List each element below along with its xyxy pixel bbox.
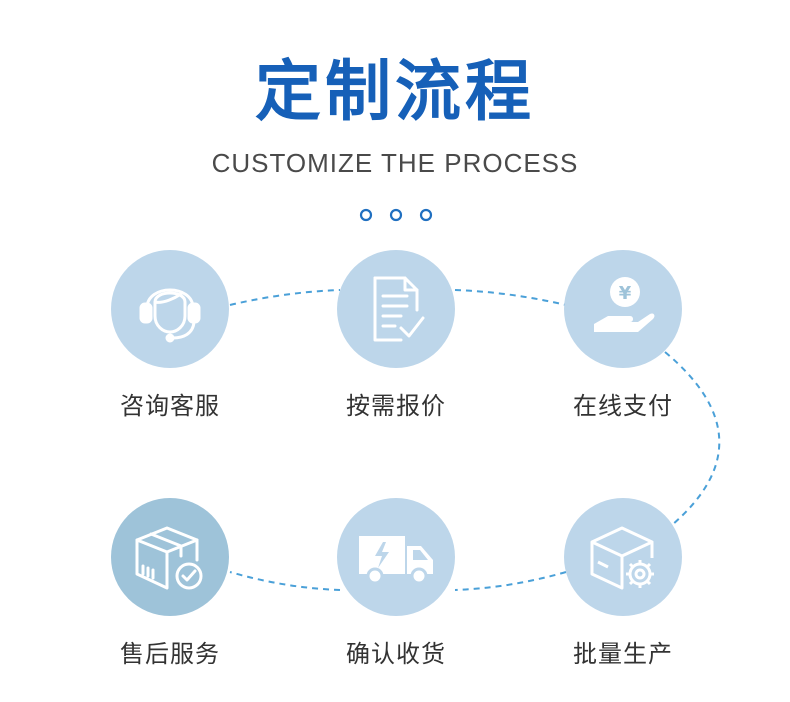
document-check-icon [373,276,425,342]
step-label: 批量生产 [573,640,673,668]
step-circle: ¥ [564,250,682,368]
package-check-icon [135,526,203,590]
hand-yen-coin-icon: ¥ [594,277,655,332]
step-label: 咨询客服 [120,392,220,420]
dot-icon [359,208,373,222]
step-circle [111,250,229,368]
delivery-truck-icon [359,536,433,585]
step-circle [337,250,455,368]
dot-icon [389,208,403,222]
dot-icon [419,208,433,222]
step-label: 在线支付 [573,392,673,420]
step-circle [564,498,682,616]
step-circle [337,498,455,616]
step-label: 售后服务 [120,640,220,668]
step-label: 确认收货 [346,640,446,668]
yen-symbol: ¥ [619,283,632,304]
step-label: 按需报价 [346,392,446,420]
step-circle [111,498,229,616]
headset-icon [139,288,201,343]
page-subtitle: CUSTOMIZE THE PROCESS [211,148,579,178]
decorative-dots [359,208,433,222]
box-gear-icon [590,526,654,590]
page-title: 定制流程 [255,53,535,130]
